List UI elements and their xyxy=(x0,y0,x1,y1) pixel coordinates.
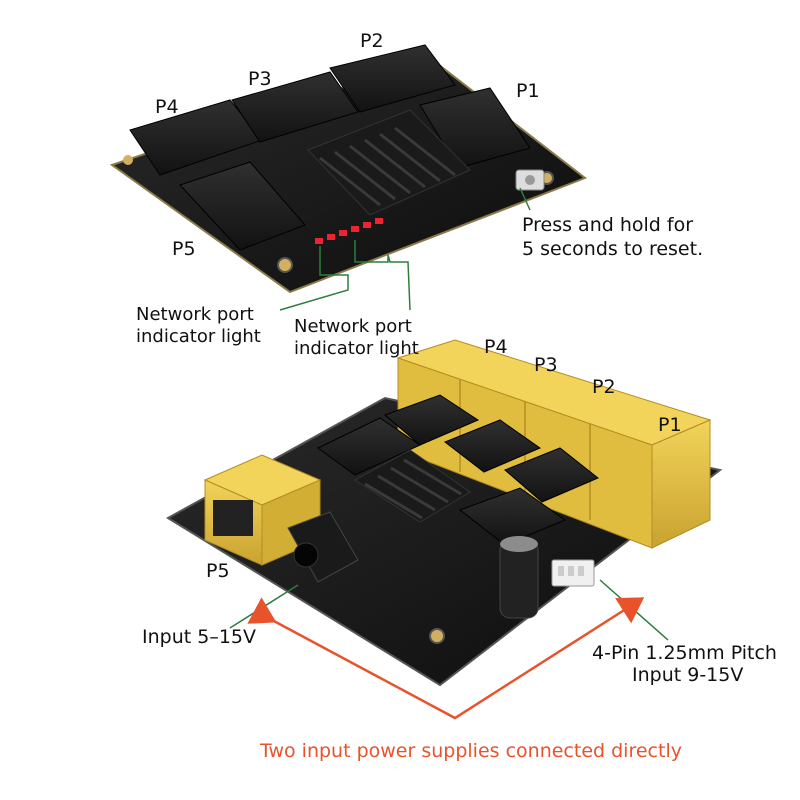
top-port-label-p1: P1 xyxy=(516,80,540,102)
top-port-label-p5: P5 xyxy=(172,238,196,260)
top-port-label-p2: P2 xyxy=(360,30,384,52)
caption: Two input power supplies connected direc… xyxy=(260,740,682,762)
reset-button xyxy=(515,169,545,191)
reset-note-line2: 5 seconds to reset. xyxy=(522,238,704,260)
indicator-left-line2: indicator light xyxy=(136,326,261,347)
dc-jack xyxy=(287,511,359,583)
bottom-port-label-p1: P1 xyxy=(658,414,682,436)
bottom-port-label-p3: P3 xyxy=(534,354,558,376)
top-callout-lines xyxy=(279,187,531,311)
top-transformer-p3 xyxy=(231,71,359,143)
top-transformer-p2 xyxy=(329,44,456,113)
top-port-label-p4: P4 xyxy=(155,96,179,118)
indicator-right-line1: Network port xyxy=(294,316,412,337)
input-right-line1: 4-Pin 1.25mm Pitch xyxy=(592,642,777,664)
top-transformer-p5 xyxy=(179,161,306,251)
indicator-right-line2: indicator light xyxy=(294,338,419,359)
top-heatsink xyxy=(307,109,471,216)
bottom-heatsink xyxy=(354,449,471,523)
power-arrow xyxy=(247,597,645,720)
top-led-row xyxy=(315,218,383,244)
input-right-line2: Input 9-15V xyxy=(632,664,744,686)
capacitor xyxy=(499,536,539,619)
bottom-port-label-p4: P4 xyxy=(484,336,508,358)
top-port-label-p3: P3 xyxy=(248,68,272,90)
reset-note-line1: Press and hold for xyxy=(522,214,693,236)
bottom-chips xyxy=(317,394,599,546)
input-left-label: Input 5–15V xyxy=(142,626,256,648)
bottom-port-label-p2: P2 xyxy=(592,376,616,398)
four-pin-connector xyxy=(551,559,595,587)
indicator-left-line1: Network port xyxy=(136,304,254,325)
bottom-port-label-p5: P5 xyxy=(206,560,230,582)
